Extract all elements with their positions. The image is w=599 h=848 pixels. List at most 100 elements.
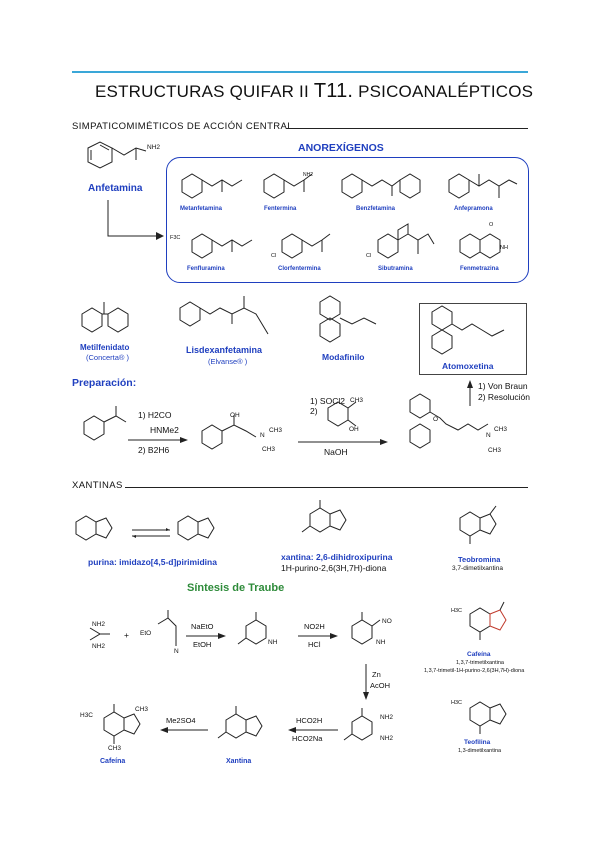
atom-label: NH2: [92, 643, 106, 650]
preparacion-label: Preparación:: [72, 377, 137, 389]
reaction-arrow: [128, 437, 188, 443]
atom-label: EtO: [140, 630, 152, 637]
reagent-label: 1) SOCl2: [310, 396, 345, 406]
plus-sign: +: [124, 630, 129, 640]
purina-tautomer-2: [177, 515, 215, 541]
section-rule: [125, 487, 528, 488]
fenmetrazina-label: Fenmetrazina: [460, 266, 499, 272]
atom-label: N: [486, 432, 491, 439]
aminouracilo-structure: [237, 612, 267, 645]
xantina-iupac: 1H-purino-2,6(3H,7H)-diona: [281, 563, 387, 573]
xantina-product-label: Xantina: [226, 758, 252, 765]
section-rule: [286, 128, 528, 129]
atom-label: CH3: [269, 427, 283, 434]
atom-label: CH3: [350, 397, 364, 404]
teofilina-sub: 1,3-dimetilxantina: [458, 748, 502, 754]
cafeina-iupac: 1,3,7-trimetil-1H-purino-2,6(3H,7H)-dion…: [424, 668, 525, 674]
reagent-label: NaOH: [324, 447, 348, 457]
traube-title: Síntesis de Traube: [187, 582, 285, 594]
atom-label: NH2: [380, 735, 394, 742]
sibutramina-structure: [377, 223, 435, 259]
clorfentermina-structure: [281, 233, 331, 259]
reagent-label: 1) Von Braun: [478, 381, 528, 391]
aminoalcohol-structure: [201, 415, 257, 450]
teobromina-sub: 3,7-dimetilxantina: [452, 565, 503, 572]
atom-label: CH3: [494, 426, 508, 433]
lisdexanfetamina-brand: (Elvanse® ): [208, 357, 248, 366]
benzfetamina-structure: [341, 173, 421, 199]
atomoxetina-racemica-structure: [409, 393, 489, 449]
atom-label: NH2: [303, 172, 314, 178]
reagent-label: 1) H2CO: [138, 410, 172, 420]
reagent-label: 2) Resolución: [478, 392, 530, 402]
cafeina-product-structure: [103, 704, 141, 744]
fenfluramina-structure: [191, 233, 253, 259]
xantina-structure: [301, 500, 347, 533]
metanfetamina-structure: [181, 173, 243, 199]
page-title: ESTRUCTURAS QUIFAR II T11. PSICOANALÉPTI…: [95, 80, 533, 103]
atom-label: CH3: [262, 446, 276, 453]
atom-label: H3C: [451, 700, 463, 706]
modafinilo-label: Modafinilo: [322, 352, 365, 362]
atom-label: Cl: [366, 253, 372, 259]
teobromina-label: Teobromina: [458, 555, 501, 564]
atom-label: CH3: [108, 745, 122, 752]
atom-label: CH3: [488, 447, 502, 454]
sibutramina-label: Sibutramina: [378, 266, 413, 272]
atomoxetina-label: Atomoxetina: [442, 361, 494, 371]
fentermina-label: Fentermina: [264, 206, 297, 212]
atom-label: CH3: [135, 706, 149, 713]
title-topic: PSICOANALÉPTICOS: [353, 82, 534, 101]
reagent-label: HCO2H: [296, 716, 323, 725]
reaction-arrow-down: [363, 664, 369, 700]
purina-tautomer-1: [75, 515, 113, 541]
urea-structure: [89, 627, 110, 641]
atom-label: NH: [500, 245, 508, 251]
arrow-to-anorexigenos: [107, 200, 164, 240]
anfepramona-label: Anfepramona: [454, 206, 493, 212]
atom-label: H3C: [451, 608, 463, 614]
anfepramona-structure: [448, 173, 518, 199]
reaction-arrow-up: [467, 380, 473, 406]
equilibrium-arrow: [132, 528, 170, 538]
benzfetamina-label: Benzfetamina: [356, 206, 396, 212]
atom-label: F3C: [170, 235, 181, 241]
anfetamina-structure: [87, 141, 147, 169]
metilfenidato-label: Metilfenidato: [80, 343, 130, 352]
atom-label: O: [433, 416, 439, 423]
section-heading-xantinas: XANTINAS: [72, 480, 123, 491]
teofilina-label: Teofilina: [464, 739, 491, 746]
metanfetamina-label: Metanfetamina: [180, 206, 223, 212]
cafeina-label: Cafeína: [467, 651, 491, 658]
atom-label: NH2: [380, 714, 394, 721]
anfetamina-label: Anfetamina: [88, 183, 143, 194]
reagent-label: EtOH: [193, 640, 212, 649]
reagent-label: NaEtO: [191, 622, 214, 631]
reaction-arrow-left: [160, 727, 208, 733]
reagent-label: HCl: [308, 640, 321, 649]
cafeina-structure: [469, 601, 507, 640]
reagent-label: HCO2Na: [292, 734, 323, 743]
atom-label: N: [174, 648, 179, 655]
nitrosouracilo-structure: [351, 612, 381, 645]
lisdexanfetamina-structure: [179, 296, 269, 335]
reagent-label: 2) B2H6: [138, 445, 170, 455]
atomoxetina-box: [419, 303, 527, 375]
atom-label: NH: [268, 639, 278, 646]
atom-label: NH: [376, 639, 386, 646]
atom-label: NH2: [92, 621, 106, 628]
reaction-arrow: [298, 633, 338, 639]
header-accent-line: [72, 71, 528, 73]
reagent-label: NO2H: [304, 622, 325, 631]
reaction-arrow: [186, 633, 226, 639]
fenmetrazina-structure: [459, 233, 501, 259]
atom-label: NH2: [147, 144, 161, 151]
cresol-structure: [327, 401, 357, 427]
purina-label: purina: imidazo[4,5-d]pirimidina: [88, 557, 217, 567]
clorfentermina-label: Clorfentermina: [278, 266, 321, 272]
fentermina-structure: [263, 173, 313, 199]
metilfenidato-structure: [81, 302, 129, 333]
atom-label: O: [489, 222, 494, 228]
reagent-label: 2): [310, 406, 318, 416]
title-topic-number: T11.: [313, 80, 354, 102]
